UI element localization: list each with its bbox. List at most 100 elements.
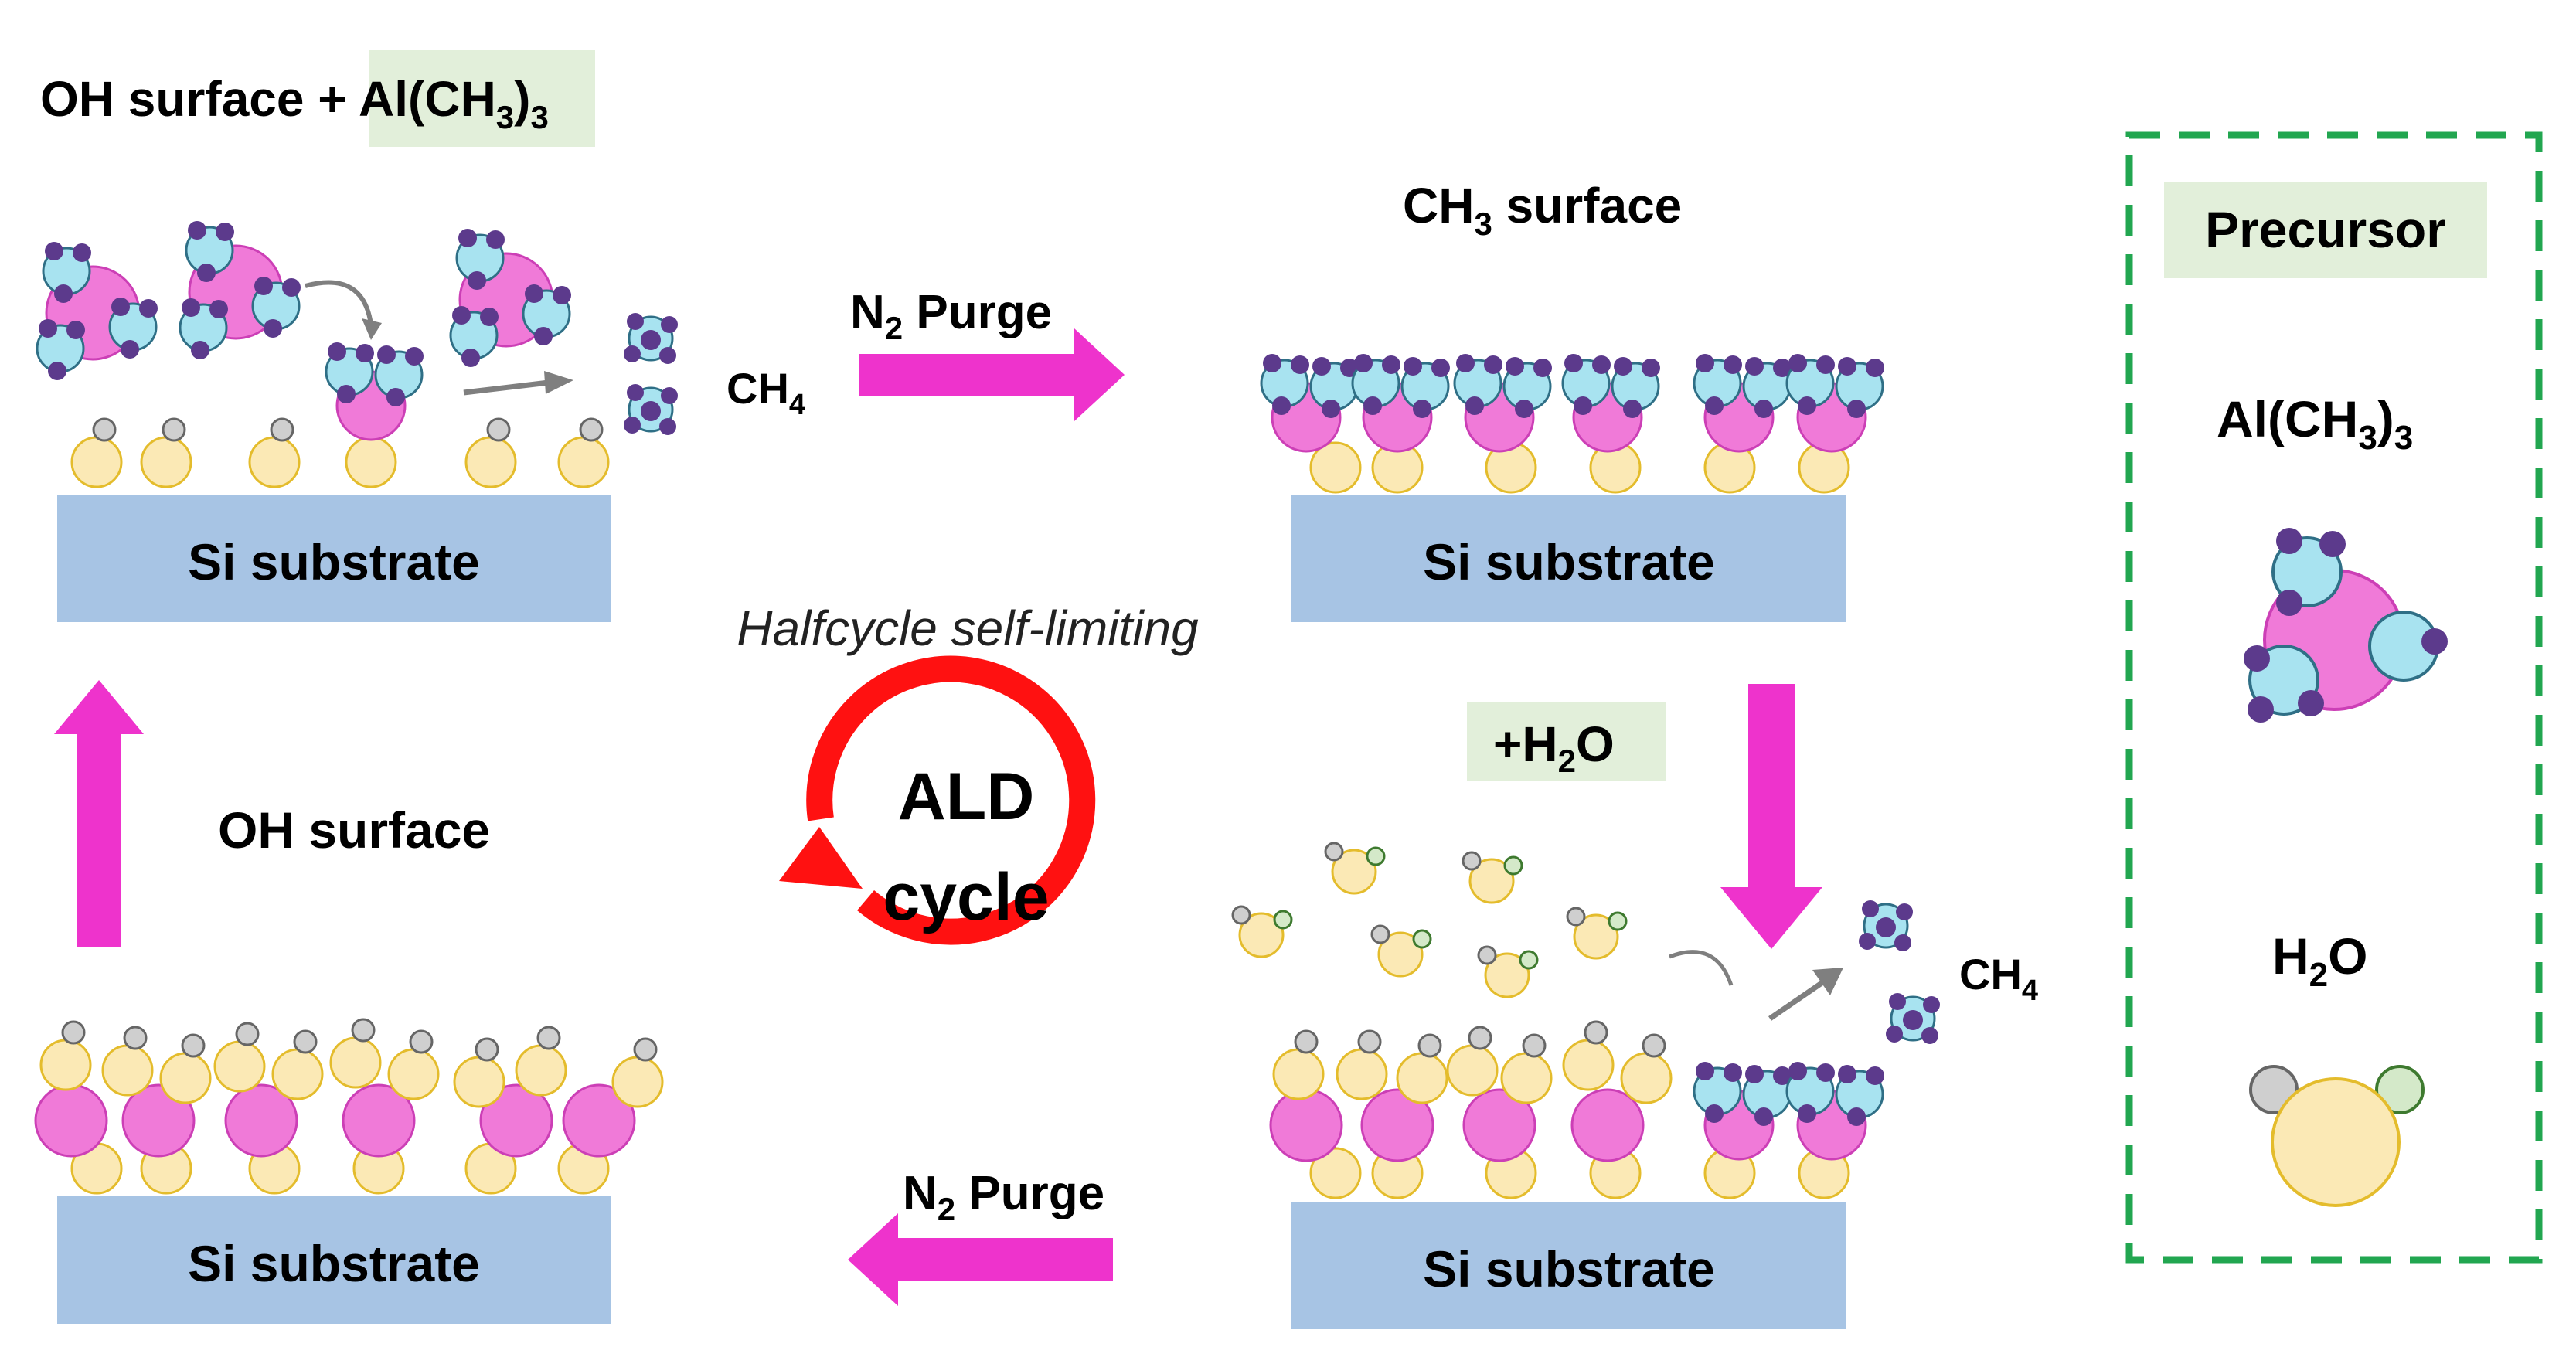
ald-label-line1: ALD [898,760,1035,834]
purge-arrow-left-icon [848,1213,1113,1306]
precursor-legend: Precursor Al(CH3)3 H2O [2125,131,2543,1264]
adsorbed-alme2 [1455,354,1552,451]
aluminum-atom [1570,1088,1645,1162]
hydroxyl-group [1620,1033,1673,1104]
hydroxyl-group [464,417,517,488]
reaction-arrow-head-icon [1812,968,1843,995]
si-substrate [1291,495,1846,622]
oh-surface-step: OH surface [54,680,490,947]
cycle-center: Halfcycle self-limiting ALD cycle [737,600,1199,945]
adsorbed-alme2 [1261,354,1359,451]
cycle-arrow-head-icon [779,827,863,889]
methane-molecule [622,311,679,366]
tma-label-background [369,50,595,147]
water-molecule [1477,945,1539,998]
si-substrate-label: Si substrate [1423,533,1715,590]
halfcycle-label: Halfcycle self-limiting [737,600,1199,656]
si-substrate-label: Si substrate [188,533,480,590]
hydroxyl-group [1562,1020,1615,1091]
purge-step-top: N2 Purge [850,286,1125,421]
adsorbed-alme2 [1563,354,1660,451]
adsorbed-alme2 [1694,354,1792,451]
adsorbed-alme2 [1353,354,1450,451]
hydroxyl-group [159,1033,212,1104]
step-arrow-up-icon [54,680,144,947]
methane-molecule [1857,899,1914,953]
adsorbed-alme2 [326,342,424,440]
panel-bottom-left: Si substrate [34,1018,664,1324]
hydroxyl-group [515,1026,567,1097]
surface-oxygen [345,436,397,488]
aluminum-atom [34,1083,108,1158]
curved-arrow-icon [305,280,373,325]
adsorbed-alme2 [1694,1062,1792,1159]
panel-bottom-right: CH4 Si substrate [1231,842,2038,1329]
water-molecule [1370,924,1432,978]
water-molecule [1231,905,1293,958]
reaction-arrow-icon [463,379,550,396]
hydroxyl-group [329,1018,382,1089]
si-substrate [57,495,611,622]
methane-molecule [622,383,679,437]
adsorbed-alme2 [1787,1062,1884,1159]
hydroxyl-group [1446,1026,1499,1097]
reaction-arrow-icon [1768,979,1826,1021]
water-label: +H2O [1493,716,1615,779]
methane-molecule [1884,992,1941,1046]
precursor-label: Precursor [2205,201,2446,258]
hydroxyl-group [70,417,123,488]
panel-top-left: OH surface + Al(CH3)3 CH4 Si substrate [37,50,805,622]
purge-step-bottom: N2 Purge [848,1167,1113,1306]
precursor-label-background [2164,182,2487,278]
si-substrate [57,1196,611,1324]
methane-label: CH4 [727,364,805,421]
tma-molecule [180,221,301,359]
panel-top-right: CH3 surface Si substrate [1261,178,1884,622]
hydroxyl-group [248,417,301,488]
tma-molecule [37,242,158,380]
si-substrate [1291,1202,1846,1329]
water-molecule [1324,842,1386,895]
purge-arrow-right-icon [859,328,1125,421]
si-substrate-label: Si substrate [1423,1240,1715,1298]
water-molecule [1566,907,1628,960]
hydroxyl-group [1396,1033,1448,1104]
legend-water-molecule [2249,1065,2425,1207]
ald-label-line2: cycle [883,860,1049,934]
aluminum-atom [1269,1088,1343,1162]
legend-border [2125,131,2543,1264]
top-left-title: OH surface + Al(CH3)3 [40,71,549,135]
hydroxyl-group [140,417,192,488]
oh-surface-label: OH surface [218,801,490,859]
curved-arrow-icon [1669,950,1734,986]
hydroxyl-group [1272,1029,1325,1100]
water-label-background [1467,702,1666,781]
step-arrow-down-icon [1720,684,1822,949]
curved-arrow-head-icon [362,318,382,340]
ch3-surface-label: CH3 surface [1403,178,1682,242]
tma-molecule [451,229,571,367]
hydroxyl-group [271,1029,324,1100]
reaction-arrow-head-icon [544,371,573,394]
hydroxyl-group [611,1037,664,1108]
hydroxyl-group [1500,1033,1553,1104]
hydroxyl-group [101,1026,154,1097]
adsorbed-alme2 [1787,354,1884,451]
hydroxyl-group [1336,1029,1388,1100]
hydroxyl-group [557,417,610,488]
water-step: +H2O [1467,684,1822,949]
legend-h2o-label: H2O [2272,927,2368,994]
si-substrate-label: Si substrate [188,1235,480,1292]
legend-tma-label: Al(CH3)3 [2217,390,2413,457]
hydroxyl-group [213,1022,266,1093]
cycle-arrow-icon [806,655,1096,945]
purge-label: N2 Purge [903,1167,1104,1227]
purge-label: N2 Purge [850,286,1052,346]
legend-tma-molecule [2244,528,2448,723]
hydroxyl-group [453,1037,505,1108]
water-molecule [1462,851,1523,904]
hydroxyl-group [387,1029,440,1100]
hydroxyl-group [39,1020,92,1091]
methane-label: CH4 [1959,950,2038,1007]
